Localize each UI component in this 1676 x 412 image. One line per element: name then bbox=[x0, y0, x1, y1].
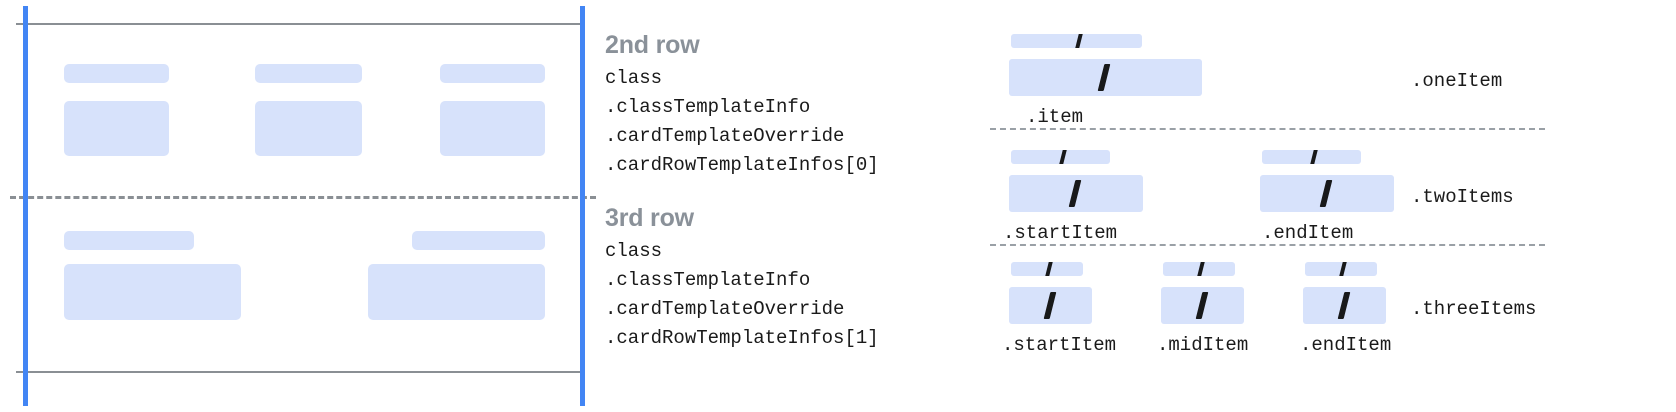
start-guide-line bbox=[23, 6, 28, 406]
cell-2-large-bar bbox=[368, 264, 545, 320]
large-bar bbox=[1303, 287, 1386, 324]
slash-glyph bbox=[1197, 262, 1205, 276]
cell-1-small-bar bbox=[64, 231, 194, 250]
slash-glyph bbox=[1068, 180, 1082, 207]
top-rule bbox=[16, 23, 584, 25]
second-row-title: 2nd row bbox=[605, 31, 700, 59]
three-items-group-label: .threeItems bbox=[1411, 298, 1537, 320]
separator-two-three bbox=[990, 244, 1545, 246]
small-bar bbox=[1011, 150, 1110, 164]
item-layout-variants: .item .oneItem .startItem bbox=[985, 0, 1676, 412]
third-row-code-line-3: .cardTemplateOverride bbox=[605, 298, 845, 320]
third-row-code-line-4: .cardRowTemplateInfos[1] bbox=[605, 327, 879, 349]
large-bar bbox=[1009, 175, 1143, 212]
slash-glyph bbox=[1195, 292, 1209, 319]
two-items-cell-end-label: .endItem bbox=[1262, 222, 1354, 244]
row-divider-dashed bbox=[10, 196, 596, 199]
two-items-cell-start-label: .startItem bbox=[1003, 222, 1118, 244]
three-items-cell-end-label: .endItem bbox=[1300, 334, 1392, 356]
third-row-code-line-1: class bbox=[605, 240, 663, 262]
small-bar bbox=[1011, 262, 1083, 276]
small-bar bbox=[1305, 262, 1377, 276]
cell-2-small-bar bbox=[255, 64, 362, 83]
small-bar bbox=[1011, 34, 1142, 48]
cell-1-large-bar bbox=[64, 101, 169, 156]
second-row-description: 2nd row class .classTemplateInfo .cardTe… bbox=[605, 30, 955, 180]
large-bar bbox=[1260, 175, 1394, 212]
large-bar bbox=[1009, 59, 1202, 96]
card-row-template-preview bbox=[0, 0, 596, 412]
slash-glyph bbox=[1075, 34, 1083, 48]
second-row-code-line-3: .cardTemplateOverride bbox=[605, 125, 845, 147]
slash-glyph bbox=[1310, 150, 1318, 164]
three-items-cell-start-label: .startItem bbox=[1002, 334, 1117, 356]
bottom-rule bbox=[16, 371, 584, 373]
one-item-group-label: .oneItem bbox=[1411, 70, 1503, 92]
slash-glyph bbox=[1043, 292, 1057, 319]
slash-glyph bbox=[1339, 262, 1347, 276]
large-bar bbox=[1009, 287, 1092, 324]
second-row-code-line-4: .cardRowTemplateInfos[0] bbox=[605, 154, 879, 176]
slash-glyph bbox=[1319, 180, 1333, 207]
three-items-cell-mid-label: .midItem bbox=[1157, 334, 1249, 356]
third-row-description: 3rd row class .classTemplateInfo .cardTe… bbox=[605, 203, 955, 353]
small-bar bbox=[1262, 150, 1361, 164]
cell-2-small-bar bbox=[412, 231, 545, 250]
large-bar bbox=[1161, 287, 1244, 324]
second-row-code-line-1: class bbox=[605, 67, 663, 89]
cell-3-large-bar bbox=[440, 101, 545, 156]
slash-glyph bbox=[1045, 262, 1053, 276]
one-item-cell-label: .item bbox=[1026, 106, 1084, 128]
two-items-group-label: .twoItems bbox=[1411, 186, 1514, 208]
separator-one-two bbox=[990, 128, 1545, 130]
third-row-title: 3rd row bbox=[605, 204, 694, 232]
third-row-code-line-2: .classTemplateInfo bbox=[605, 269, 811, 291]
slash-glyph bbox=[1097, 64, 1111, 91]
second-row-code-line-2: .classTemplateInfo bbox=[605, 96, 811, 118]
cell-3-small-bar bbox=[440, 64, 545, 83]
end-guide-line bbox=[580, 6, 585, 406]
small-bar bbox=[1163, 262, 1235, 276]
cell-2-large-bar bbox=[255, 101, 362, 156]
slash-glyph bbox=[1337, 292, 1351, 319]
slash-glyph bbox=[1059, 150, 1067, 164]
cell-1-small-bar bbox=[64, 64, 169, 83]
cell-1-large-bar bbox=[64, 264, 241, 320]
